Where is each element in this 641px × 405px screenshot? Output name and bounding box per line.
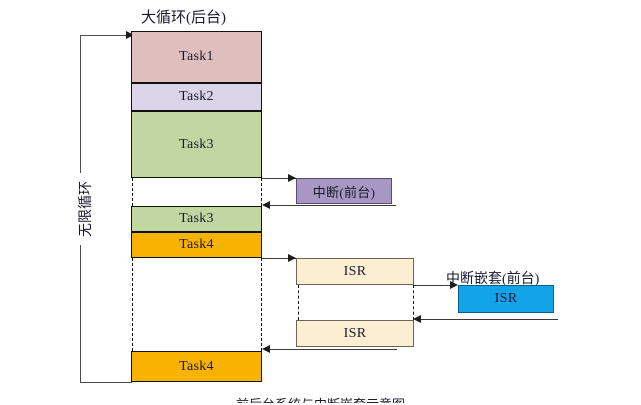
nested-isr-box: ISR: [458, 285, 554, 313]
task-label: Task3: [179, 211, 214, 226]
isr-box-second: ISR: [296, 320, 414, 347]
arrow-to-nested-isr-head: [450, 280, 458, 289]
task-box-task3-first: Task3: [131, 111, 262, 178]
label-infinite-loop: 无限循环: [73, 173, 97, 245]
loop-bottom-arm: [80, 382, 132, 384]
task-box-task1: Task1: [131, 31, 262, 83]
arrow-from-interrupt-head: [262, 200, 270, 209]
arrow-from-isr-line: [266, 349, 397, 351]
arrow-to-isr1-line: [262, 258, 296, 260]
arrow-to-isr1-head: [288, 253, 296, 262]
task-box-task3-resumed: Task3: [131, 206, 262, 232]
arrow-to-interrupt-head: [288, 173, 296, 182]
task-label: Task4: [179, 237, 214, 252]
task-label: Task4: [179, 358, 214, 374]
label-nested-interrupt: 中断嵌套(前台): [446, 272, 540, 287]
arrow-from-nested-isr-head: [413, 314, 421, 323]
task-label: Task2: [179, 89, 214, 104]
loop-top-arrowhead: [126, 30, 134, 39]
dashed-line-isr-right: [413, 285, 414, 320]
isr-box-first: ISR: [296, 258, 414, 285]
task-box-task2: Task2: [131, 83, 262, 111]
arrow-to-nested-isr-line: [414, 285, 454, 287]
task-gap-interrupt-window: [131, 178, 262, 206]
title-background-loop: 大循环(后台): [141, 10, 226, 26]
loop-top-arm: [80, 35, 128, 37]
bottom-caption: 前后台系统与中断嵌套示意图: [236, 397, 405, 403]
task-label: Task1: [179, 49, 214, 64]
interrupt-box: 中断(前台): [296, 178, 392, 204]
nested-isr-label: ISR: [494, 291, 518, 306]
task-box-task4-resumed: Task4: [131, 351, 262, 382]
task-gap-isr-window: [131, 258, 262, 351]
interrupt-label: 中断(前台): [312, 184, 376, 200]
arrow-from-interrupt-line: [266, 205, 396, 207]
task-label: Task3: [179, 136, 214, 152]
dashed-line-left-window2: [132, 258, 133, 351]
dashed-line-right-window2: [261, 258, 262, 351]
task-box-task4-first: Task4: [131, 232, 262, 258]
arrow-from-nested-isr-line: [417, 319, 558, 321]
arrow-to-interrupt-line: [262, 178, 296, 180]
isr-label: ISR: [343, 263, 367, 279]
dashed-line-right-window1: [261, 178, 262, 206]
isr-label: ISR: [343, 325, 367, 341]
dashed-line-isr-left: [298, 285, 299, 320]
arrow-from-isr-head: [262, 344, 270, 353]
dashed-line-left-window1: [132, 178, 133, 206]
